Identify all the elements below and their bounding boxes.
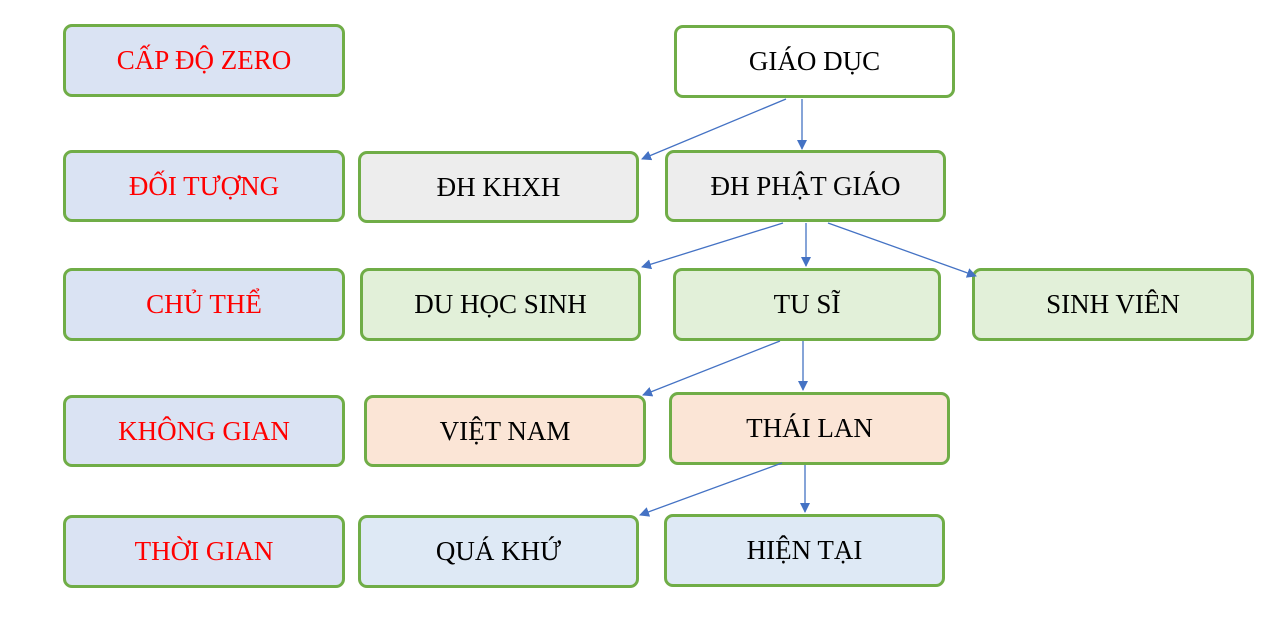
node-thai-lan: THÁI LAN: [669, 392, 950, 465]
node-sinh-vien: SINH VIÊN: [972, 268, 1254, 341]
level-thoi-gian: THỜI GIAN: [63, 515, 345, 588]
node-tu-si-label: TU SĨ: [773, 289, 841, 319]
level-chu-the: CHỦ THỂ: [63, 268, 345, 341]
node-dh-khxh: ĐH KHXH: [358, 151, 639, 223]
node-qua-khu: QUÁ KHỨ: [358, 515, 639, 588]
level-zero-label: CẤP ĐỘ ZERO: [116, 45, 292, 75]
level-doi-tuong-label: ĐỐI TƯỢNG: [128, 170, 280, 201]
node-qua-khu-label: QUÁ KHỨ: [435, 536, 562, 566]
node-dh-phat-giao-label: ĐH PHẬT GIÁO: [710, 170, 901, 201]
node-dh-phat-giao: ĐH PHẬT GIÁO: [665, 150, 946, 222]
level-khong-gian: KHÔNG GIAN: [63, 395, 345, 467]
level-khong-gian-label: KHÔNG GIAN: [118, 415, 290, 446]
level-chu-the-label: CHỦ THỂ: [146, 289, 262, 319]
arrow-thailan-quakhu: [639, 462, 783, 517]
arrow-phatgiao-sinhvien: [827, 222, 977, 278]
node-du-hoc-sinh-label: DU HỌC SINH: [414, 289, 587, 319]
node-thai-lan-label: THÁI LAN: [746, 413, 873, 443]
node-du-hoc-sinh: DU HỌC SINH: [360, 268, 641, 341]
node-sinh-vien-label: SINH VIÊN: [1046, 289, 1180, 319]
arrow-giaoduc-khxh: [641, 98, 787, 161]
node-viet-nam-label: VIỆT NAM: [439, 415, 571, 446]
level-thoi-gian-label: THỜI GIAN: [134, 536, 274, 566]
node-hien-tai: HIỆN TẠI: [664, 514, 945, 587]
node-viet-nam: VIỆT NAM: [364, 395, 646, 467]
node-hien-tai-label: HIỆN TẠI: [746, 535, 863, 565]
node-dh-khxh-label: ĐH KHXH: [436, 171, 561, 202]
arrow-phatgiao-duhocsinh: [641, 222, 784, 270]
level-doi-tuong: ĐỐI TƯỢNG: [63, 150, 345, 222]
level-zero: CẤP ĐỘ ZERO: [63, 24, 345, 97]
node-giao-duc-label: GIÁO DỤC: [748, 46, 881, 76]
node-tu-si: TU SĨ: [673, 268, 941, 341]
node-giao-duc: GIÁO DỤC: [674, 25, 955, 98]
arrow-tusi-vietnam: [642, 340, 781, 397]
